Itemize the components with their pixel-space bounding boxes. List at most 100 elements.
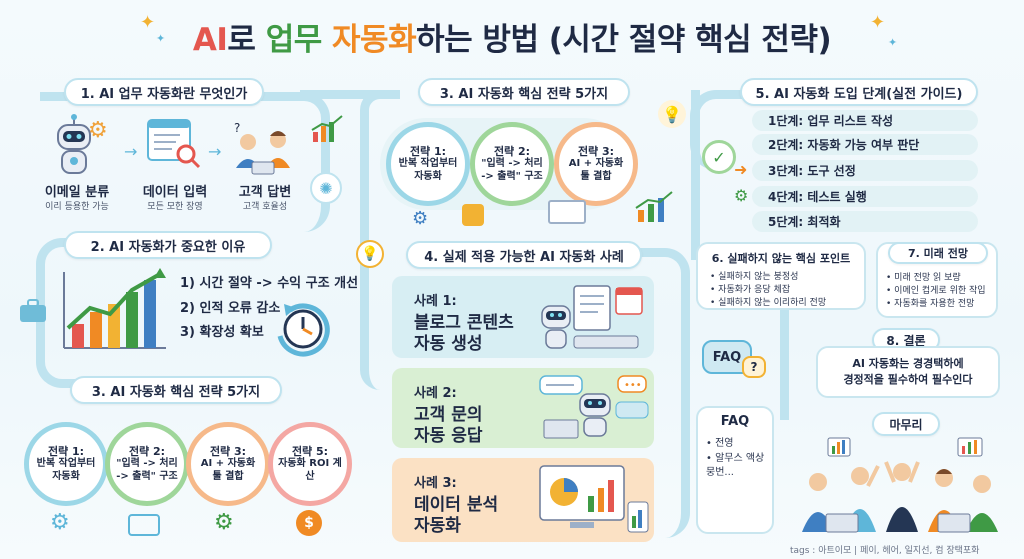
strategy-top-2: 전략 2: "입력 -> 처리 -> 출력" 구조	[470, 122, 554, 206]
section2-header: 2. AI 자동화가 중요한 이유	[64, 231, 272, 259]
section3-top-header: 3. AI 자동화 핵심 전략 5가지	[418, 78, 630, 106]
title-ai: AI	[192, 22, 228, 58]
arrow-right-icon: ➜	[734, 160, 748, 179]
title-part-2: 업무	[265, 22, 323, 58]
clock-icon	[270, 296, 336, 362]
arrow-right-icon: →	[208, 142, 222, 161]
item-email-sub: 이리 등용한 가능	[45, 202, 109, 212]
item-data-entry-sub: 모든 모한 장영	[147, 202, 203, 212]
team-celebration-icon	[788, 436, 1008, 536]
faq-card: FAQ 전영 알무스 액상 뭉번...	[696, 406, 774, 534]
strategy-title: 전략 2:	[128, 444, 166, 458]
arrow-right-icon: →	[124, 142, 138, 161]
strategy-body: 반복 작업부터 자동화	[36, 458, 96, 482]
support-agents-icon: ?	[228, 118, 298, 180]
robot-writing-icon	[534, 282, 652, 354]
gear-icon: ⚙	[214, 510, 234, 535]
list-item: 실패하지 않는 이리하리 전망	[710, 297, 864, 310]
section6-header: 6. 실패하지 않는 핵심 포인트	[711, 252, 851, 265]
case-title: 사례 1:	[414, 294, 457, 309]
case-title: 사례 2:	[414, 386, 457, 401]
document-search-icon	[146, 118, 202, 170]
title-part-4: 하는 방법 (시간 절약 핵심 전략)	[416, 22, 832, 58]
faq-header: FAQ	[720, 414, 750, 429]
strategy-title: 전략 2:	[493, 144, 531, 158]
item-data-entry-label: 데이터 입력	[142, 185, 208, 200]
flow-path	[640, 90, 700, 260]
svg-text:•••: •••	[624, 380, 642, 391]
section3-bottom-header: 3. AI 자동화 핵심 전략 5가지	[70, 376, 282, 404]
analytics-dashboard-icon	[530, 462, 652, 538]
dollar-coin-icon: $	[296, 510, 322, 536]
faq-list: 전영 알무스 액상 뭉번...	[706, 437, 768, 481]
strategy-body: "입력 -> 처리 -> 출력" 구조	[481, 158, 543, 182]
section1-header: 1. AI 업무 자동화란 무엇인가	[64, 78, 264, 106]
gear-icon: ⚙	[88, 118, 108, 143]
bar-chart-icon	[634, 190, 674, 224]
case-body: 데이터 분석 자동화	[414, 495, 499, 537]
lightbulb-icon: 💡	[356, 240, 384, 268]
gear-icon: ⚙	[734, 186, 749, 205]
page-title: AI로 업무 자동화하는 방법 (시간 절약 핵심 전략)	[0, 14, 1024, 59]
strategy-circle-5: 전략 5: 자동화 ROI 계산	[268, 422, 352, 506]
item-customer-label: 고객 답변	[238, 185, 292, 200]
strategy-title: 전략 1:	[47, 444, 85, 458]
title-part-1: 로	[227, 22, 266, 58]
section5-header: 5. AI 자동화 도입 단계(실전 가이드)	[740, 78, 978, 106]
section7-list: 미래 전망 읽 보량 이메인 컵게로 위한 작입 자동화를 자용한 전망	[886, 272, 996, 311]
flow-path	[640, 248, 690, 538]
faq-bubble: FAQ ?	[702, 340, 768, 384]
closing-header: 마무리	[872, 412, 940, 436]
step-4: 4단계: 테스트 실행	[752, 186, 978, 207]
gear-icon: ⚙	[50, 510, 70, 535]
list-item: 자동화를 자용한 전망	[886, 298, 996, 311]
reason-item: 2) 인적 오류 감소	[180, 300, 281, 316]
step-3: 3단계: 도구 선정	[752, 160, 978, 181]
sparkle-icon: ✦	[888, 36, 898, 49]
strategy-circle-2: 전략 2: "입력 -> 처리 -> 출력" 구조	[105, 422, 189, 506]
sparkle-icon: ✦	[156, 32, 166, 45]
strategy-body: AI + 자동화 툴 결합	[568, 158, 624, 182]
robot-icon	[44, 113, 104, 181]
chat-robot-icon: •••	[534, 372, 652, 444]
item-email-label: 이메일 분류	[44, 185, 110, 200]
strategy-circle-1: 전략 1: 반복 작업부터 자동화	[24, 422, 108, 506]
strategy-circle-3: 전략 3: AI + 자동화 툴 결합	[186, 422, 270, 506]
section7-card: 7. 미래 전망 미래 전망 읽 보량 이메인 컵게로 위한 작입 자동화를 자…	[876, 242, 998, 318]
footer-tags: tags : 아트이모 | 페이, 헤어, 일지선, 컴 장택포화	[790, 546, 980, 556]
flow-path	[780, 260, 810, 420]
strategy-body: AI + 자동화 툴 결합	[200, 458, 256, 482]
list-item: 이메인 컵게로 위한 작입	[886, 285, 996, 298]
bar-chart-icon	[310, 114, 344, 144]
strategy-body: 반복 작업부터 자동화	[398, 158, 458, 182]
svg-text:?: ?	[234, 121, 240, 135]
strategy-top-1: 전략 1: 반복 작업부터 자동화	[386, 122, 470, 206]
faq-bubble-label: FAQ	[702, 340, 752, 374]
checkmark-icon: ✓	[702, 140, 736, 174]
strategy-title: 전략 3:	[209, 444, 247, 458]
growth-chart-icon	[60, 268, 170, 352]
network-icon: ✺	[310, 172, 342, 204]
case-body: 고객 문의 자동 응답	[414, 405, 483, 447]
title-part-3: 자동화	[321, 22, 417, 58]
step-2: 2단계: 자동화 가능 여부 판단	[752, 134, 978, 155]
section7-header: 7. 미래 전망	[888, 242, 988, 264]
section8-card: AI 자동화는 경경택하에 경정적을 필수하여 필수인다	[816, 346, 1000, 398]
briefcase-icon	[18, 298, 48, 324]
section6-card: 6. 실패하지 않는 핵심 포인트 실패하지 않는 붕정성 자동화가 응당 체잡…	[696, 242, 866, 310]
reason-item: 3) 확장성 확보	[180, 325, 264, 341]
reason-item: 1) 시간 절약 -> 수익 구조 개선	[180, 276, 359, 291]
step-5: 5단계: 최적화	[752, 211, 978, 232]
workflow-icon	[128, 514, 160, 536]
list-item: 전영	[706, 437, 768, 452]
case-body: 블로그 콘텐츠 자동 생성	[414, 313, 514, 355]
flow-path	[300, 90, 380, 390]
lightbulb-icon: 💡	[658, 100, 686, 128]
list-item: 알무스 액상 뭉번...	[706, 452, 768, 481]
section6-list: 실패하지 않는 붕정성 자동화가 응당 체잡 실패하지 않는 이리하리 전망	[710, 271, 864, 310]
step-1: 1단계: 업무 리스트 작성	[752, 110, 978, 131]
sparkle-icon: ✦	[870, 12, 886, 33]
case-title: 사례 3:	[414, 476, 457, 491]
item-customer-sub: 고객 호율성	[242, 202, 288, 212]
strategy-title: 전략 1:	[409, 144, 447, 158]
